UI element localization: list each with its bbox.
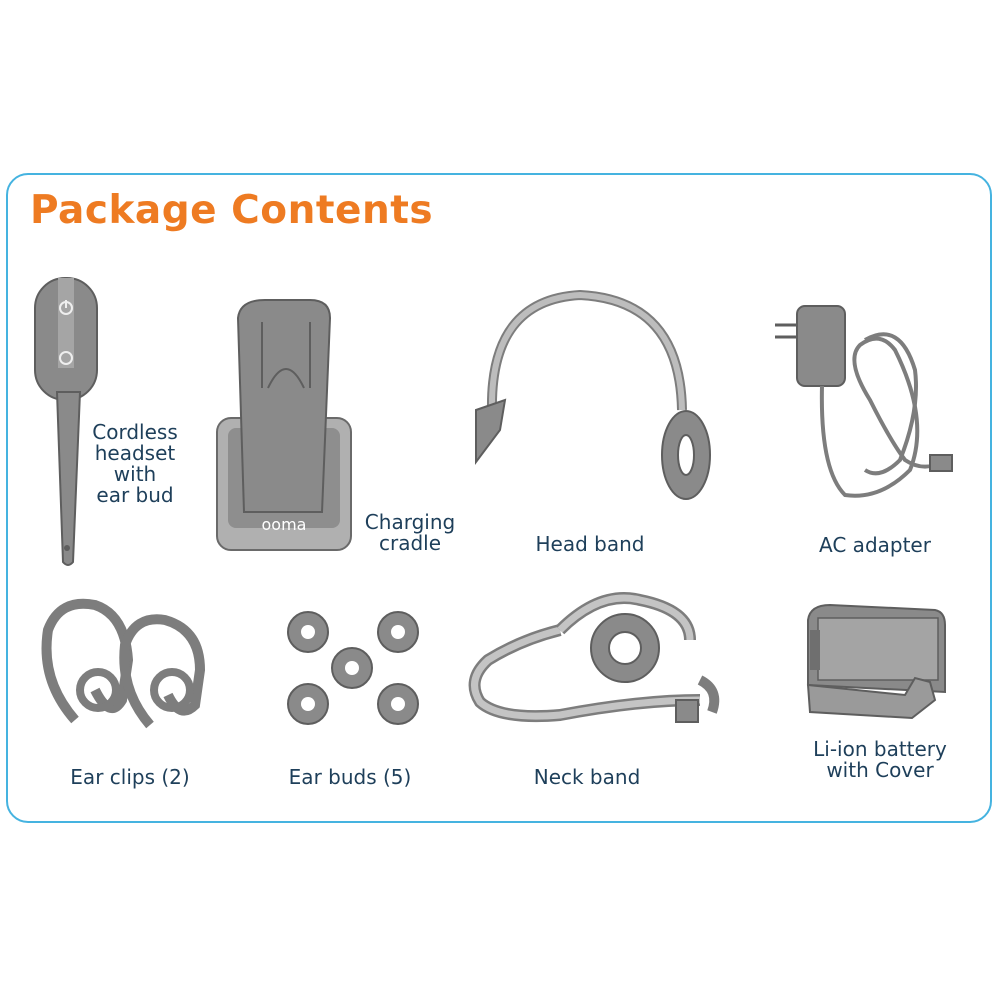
neck-band-icon [468, 592, 720, 723]
item-label-charging-cradle: Charging cradle [364, 510, 456, 555]
item-label-ear-buds: Ear buds (5) [288, 765, 412, 789]
page-title: Package Contents [30, 188, 434, 233]
item-label-headset: Cordless headset with ear bud [92, 420, 178, 507]
headset-icon [34, 277, 98, 566]
item-label-head-band: Head band [535, 532, 645, 556]
item-label-neck-band: Neck band [533, 765, 641, 789]
item-label-ear-clips: Ear clips (2) [70, 765, 190, 789]
head-band-icon [475, 289, 711, 500]
charging-cradle-icon: ooma [216, 299, 352, 551]
ooma-logo: ooma [262, 515, 307, 534]
item-label-battery: Li-ion battery with Cover [813, 737, 947, 782]
ear-clips-icon [41, 598, 206, 729]
battery-icon [806, 603, 946, 720]
ac-adapter-icon [775, 305, 953, 498]
ear-buds-icon [287, 611, 419, 725]
package-contents-panel [6, 173, 992, 823]
item-label-ac-adapter: AC adapter [819, 533, 931, 557]
